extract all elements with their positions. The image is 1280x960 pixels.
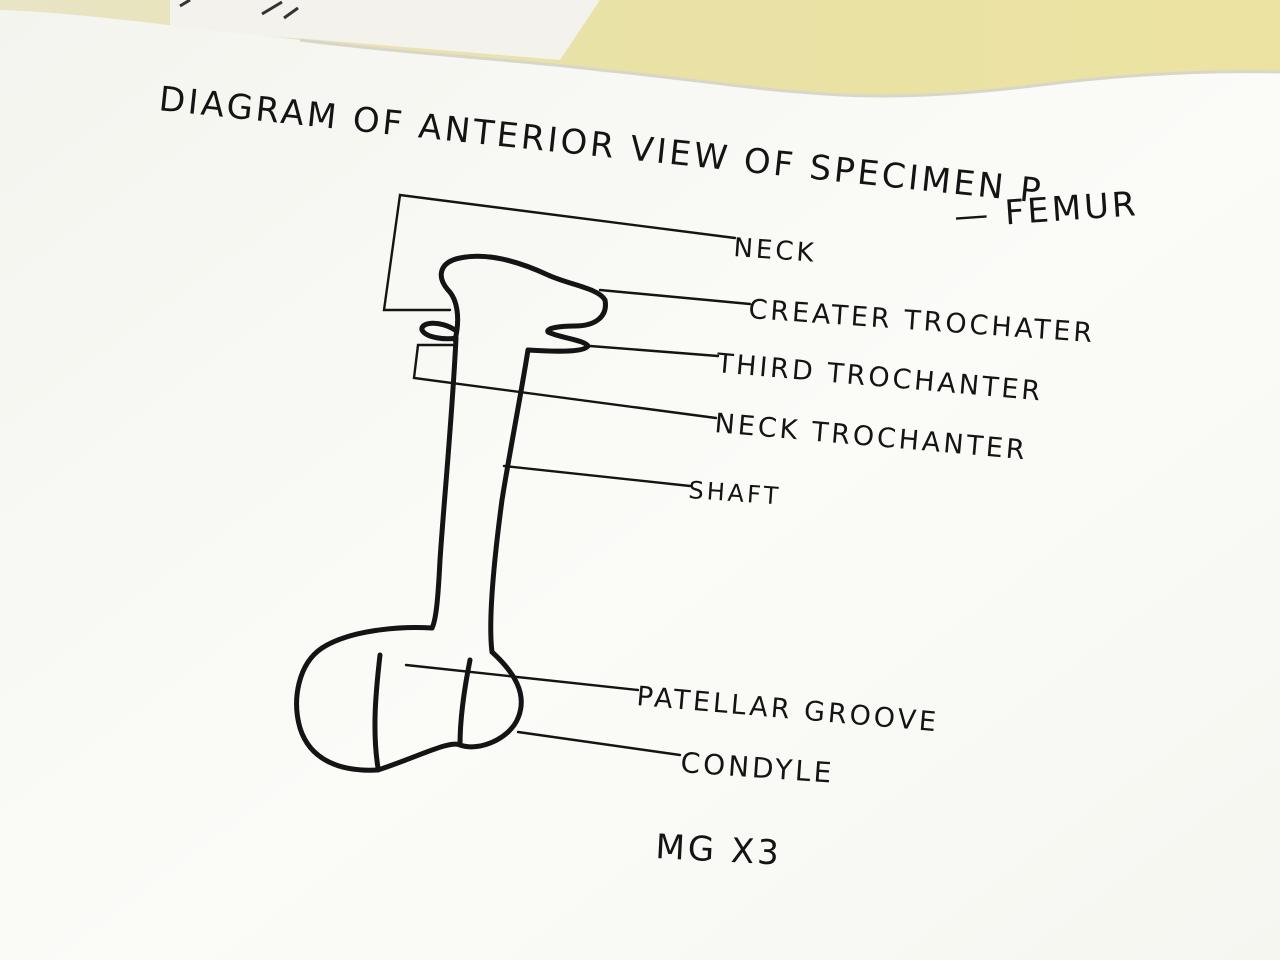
magnification-note: MG X3 [655, 827, 783, 874]
label-neck: NECK [733, 233, 818, 269]
